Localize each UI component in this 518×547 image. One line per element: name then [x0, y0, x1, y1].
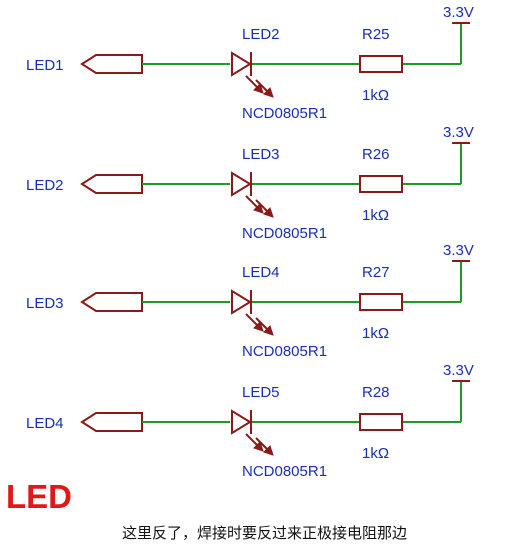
led-part-number: NCD0805R1 — [242, 105, 327, 122]
resistor-body — [359, 175, 403, 193]
led-designator: LED5 — [242, 384, 280, 401]
net-port-flag — [80, 412, 143, 432]
resistor-value: 1kΩ — [362, 87, 389, 104]
led-diode-symbol — [231, 171, 252, 197]
net-label: LED2 — [26, 177, 64, 194]
led-emission-arrowhead — [263, 325, 274, 336]
led-designator: LED3 — [242, 146, 280, 163]
resistor-body — [359, 293, 403, 311]
section-title: LED — [6, 478, 72, 515]
led-designator: LED4 — [242, 264, 280, 281]
resistor-designator: R27 — [362, 264, 390, 281]
net-port-flag — [80, 174, 143, 194]
power-label: 3.3V — [443, 4, 474, 21]
resistor-designator: R25 — [362, 26, 390, 43]
led-diode-symbol — [231, 409, 252, 435]
power-label: 3.3V — [443, 124, 474, 141]
resistor-value: 1kΩ — [362, 325, 389, 342]
led-emission-arrowhead — [263, 445, 274, 456]
power-label: 3.3V — [443, 362, 474, 379]
led-part-number: NCD0805R1 — [242, 463, 327, 480]
resistor-value: 1kΩ — [362, 207, 389, 224]
resistor-value: 1kΩ — [362, 445, 389, 462]
led-diode-symbol — [231, 51, 252, 77]
led-part-number: NCD0805R1 — [242, 343, 327, 360]
resistor-designator: R28 — [362, 384, 390, 401]
power-label: 3.3V — [443, 242, 474, 259]
led-emission-arrowhead — [253, 83, 264, 94]
net-label: LED1 — [26, 57, 64, 74]
led-emission-arrowhead — [253, 321, 264, 332]
resistor-body — [359, 55, 403, 73]
annotation-note: 这里反了，焊接时要反过来正极接电阻那边 — [122, 524, 408, 542]
resistor-body — [359, 413, 403, 431]
led-part-number: NCD0805R1 — [242, 225, 327, 242]
net-port-flag — [80, 54, 143, 74]
net-port-flag — [80, 292, 143, 312]
led-diode-symbol — [231, 289, 252, 315]
net-label: LED4 — [26, 415, 64, 432]
net-label: LED3 — [26, 295, 64, 312]
led-emission-arrowhead — [263, 87, 274, 98]
led-designator: LED2 — [242, 26, 280, 43]
led-emission-arrowhead — [253, 203, 264, 214]
led-emission-arrowhead — [253, 441, 264, 452]
resistor-designator: R26 — [362, 146, 390, 163]
led-emission-arrowhead — [263, 207, 274, 218]
